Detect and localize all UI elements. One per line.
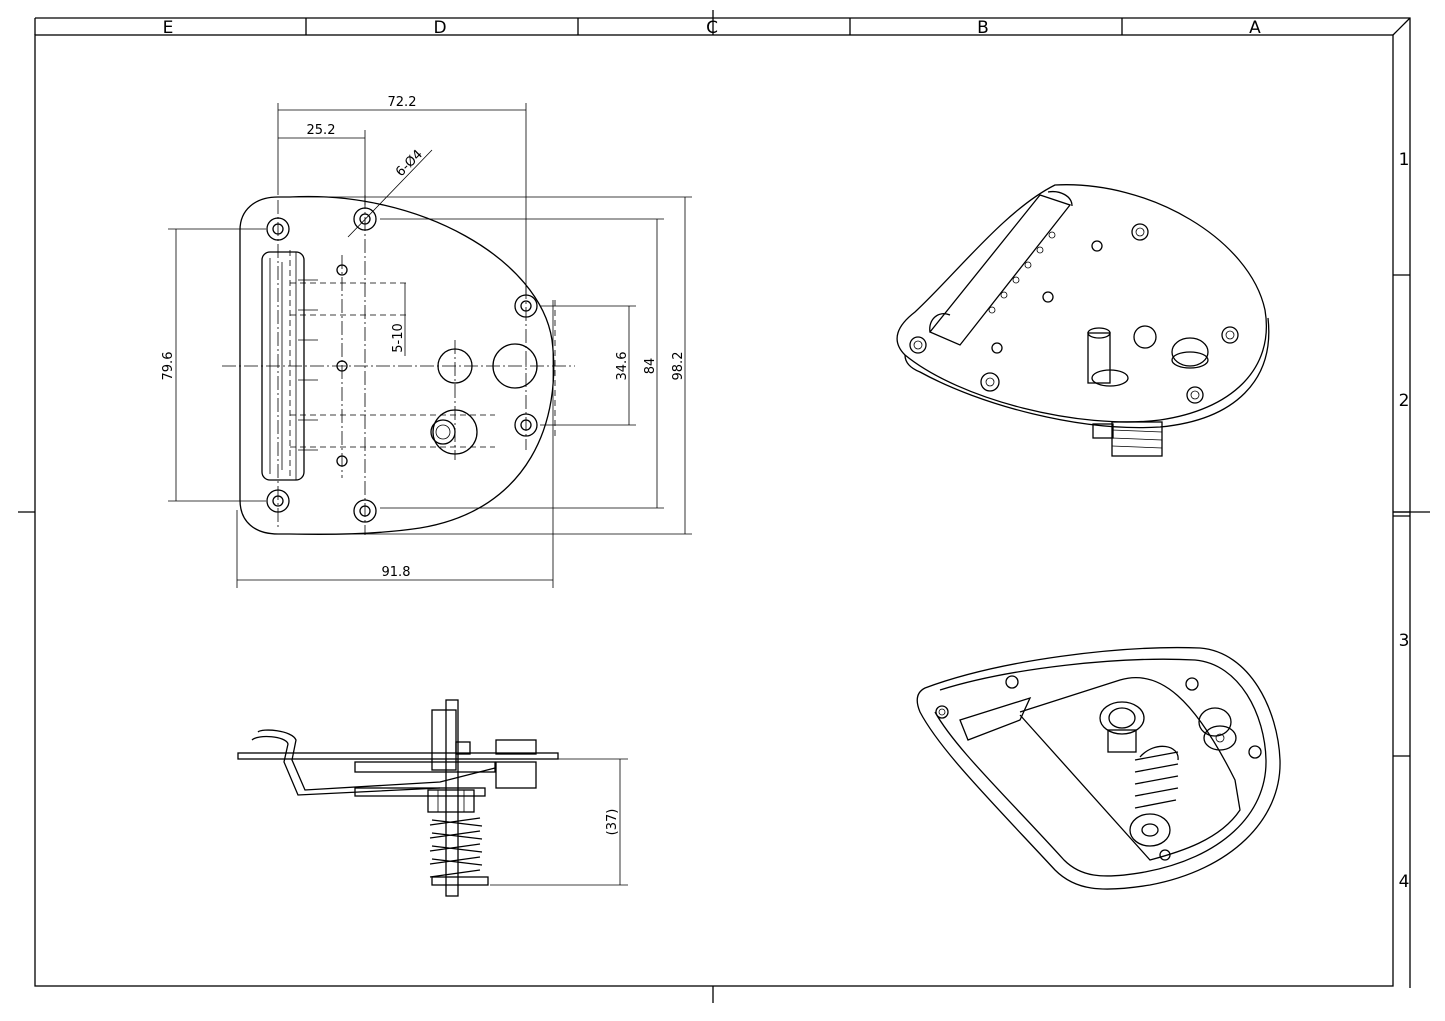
zone-row-3: 3 [1399, 631, 1410, 651]
sheet-frame [18, 10, 1430, 1003]
zone-col-a: A [1249, 18, 1261, 38]
zone-col-e: E [163, 18, 174, 38]
zone-row-4: 4 [1399, 872, 1410, 892]
dim-84: 84 [643, 358, 658, 375]
isometric-bottom-view [916, 647, 1281, 890]
zone-col-b: B [977, 18, 989, 38]
dim-91-8: 91.8 [382, 565, 411, 580]
dim-37: (37) [605, 809, 620, 836]
zone-row-1: 1 [1399, 150, 1410, 170]
dim-79-6: 79.6 [161, 352, 176, 381]
zone-col-d: D [433, 18, 446, 38]
dim-5-10: 5-10 [391, 323, 406, 353]
dim-98-2: 98.2 [671, 352, 686, 381]
dim-34-6: 34.6 [615, 352, 630, 381]
top-view [222, 195, 575, 535]
zone-col-c: C [706, 18, 718, 38]
dim-hole-callout: 6-Ø4 [393, 147, 426, 180]
plate-outline [239, 195, 555, 535]
isometric-top-view [896, 184, 1270, 457]
dim-25-2: 25.2 [307, 123, 336, 138]
zone-row-2: 2 [1399, 391, 1410, 411]
dim-72-2: 72.2 [388, 95, 417, 110]
side-view: (37) [237, 699, 628, 897]
